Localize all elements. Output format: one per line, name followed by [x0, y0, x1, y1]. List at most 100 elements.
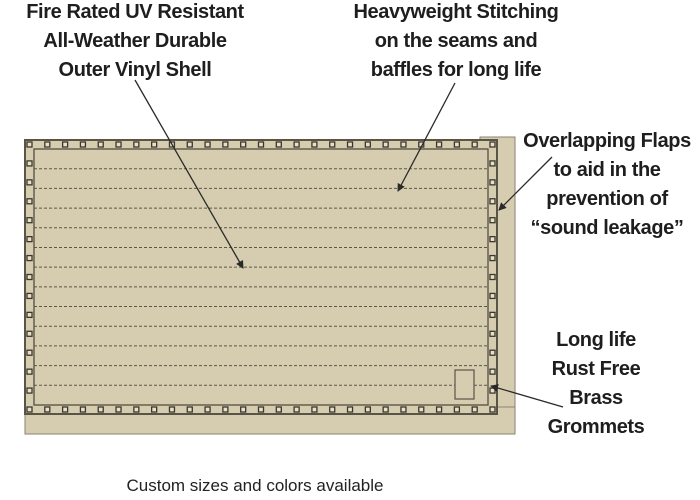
grommet: [222, 406, 229, 413]
grommet: [61, 141, 69, 148]
callout-overlapping-flaps: Overlapping Flaps to aid in the preventi…: [514, 127, 700, 243]
callout-line: on the seams and: [374, 30, 538, 52]
callout-line: Grommets: [547, 416, 645, 438]
grommet: [489, 235, 496, 243]
grommet: [489, 273, 496, 281]
grommet: [453, 141, 461, 148]
grommet: [26, 141, 33, 148]
grommet: [44, 406, 51, 413]
grommet: [418, 406, 425, 413]
grommet: [435, 406, 443, 413]
grommet: [97, 141, 104, 148]
callout-line: Long life: [556, 329, 636, 351]
grommet: [26, 160, 33, 167]
callout-line: Fire Rated UV Resistant: [26, 1, 244, 23]
callout-line: Rust Free: [551, 358, 641, 380]
callout-vinyl-shell: Fire Rated UV Resistant All-Weather Dura…: [0, 0, 270, 85]
grommet: [204, 406, 211, 413]
grommet: [489, 179, 496, 186]
grommet: [400, 406, 407, 413]
grommet: [489, 406, 496, 413]
grommet: [364, 406, 371, 413]
grommet: [115, 141, 122, 148]
grommet: [489, 349, 496, 356]
grommet: [329, 406, 336, 413]
grommet: [186, 141, 193, 148]
grommet: [61, 406, 69, 413]
grommet: [311, 141, 318, 148]
grommet: [115, 406, 122, 413]
callout-line: Brass: [569, 387, 623, 409]
grommet: [240, 406, 247, 413]
grommet: [489, 217, 496, 224]
grommet: [489, 330, 496, 337]
grommet: [151, 141, 158, 148]
grommet: [489, 387, 496, 394]
grommet: [471, 406, 478, 413]
grommet: [293, 141, 300, 148]
grommet: [400, 141, 407, 148]
grommet: [26, 368, 33, 375]
grommet: [26, 198, 33, 205]
grommet: [97, 406, 104, 413]
grommet: [275, 141, 282, 148]
callout-line: Heavyweight Stitching: [353, 1, 559, 23]
grommet: [133, 141, 140, 148]
grommet: [26, 387, 33, 394]
grommet: [257, 141, 265, 148]
vinyl-shell-panel: [24, 139, 498, 415]
grommet: [26, 235, 33, 243]
grommet: [222, 141, 229, 148]
grommet: [133, 406, 140, 413]
grommet: [168, 406, 176, 413]
grommet: [275, 406, 282, 413]
grommet: [453, 406, 461, 413]
grommet: [489, 141, 496, 148]
footer-note: Custom sizes and colors available: [126, 476, 384, 495]
grommet: [26, 292, 33, 300]
callout-line: prevention of: [546, 188, 668, 210]
grommet: [346, 141, 354, 148]
grommet: [435, 141, 443, 148]
callout-line: “sound leakage”: [530, 217, 684, 239]
grommet: [471, 141, 478, 148]
grommet: [489, 198, 496, 205]
grommet: [26, 217, 33, 224]
grommet: [329, 141, 336, 148]
grommet: [186, 406, 193, 413]
grommet: [257, 406, 265, 413]
brass-grommets: [26, 141, 496, 413]
grommet: [382, 141, 389, 148]
grommet: [26, 330, 33, 337]
grommet: [26, 406, 33, 413]
grommet: [311, 406, 318, 413]
grommet: [489, 160, 496, 167]
grommet: [26, 273, 33, 281]
pointer-vinyl: [134, 79, 244, 269]
grommet: [26, 179, 33, 186]
grommet: [26, 349, 33, 356]
grommet: [489, 311, 496, 319]
grommet: [26, 311, 33, 319]
grommet: [489, 368, 496, 375]
grommet: [44, 141, 51, 148]
grommet: [79, 141, 87, 148]
grommet: [489, 254, 496, 262]
callout-line: Outer Vinyl Shell: [58, 59, 212, 81]
grommet: [382, 406, 389, 413]
grommet: [204, 141, 211, 148]
grommet-patch: [454, 369, 475, 400]
grommet: [79, 406, 87, 413]
callout-line: Overlapping Flaps: [523, 130, 691, 152]
baffle-stitching: [34, 168, 488, 386]
grommet: [151, 406, 158, 413]
callout-line: baffles for long life: [370, 59, 542, 81]
callout-stitching: Heavyweight Stitching on the seams and b…: [338, 0, 574, 85]
callout-line: to aid in the: [553, 159, 661, 181]
grommet: [26, 254, 33, 262]
callout-line: All-Weather Durable: [43, 30, 227, 52]
inner-border-seam: [33, 148, 489, 406]
grommet: [293, 406, 300, 413]
pointer-grommets: [490, 384, 564, 408]
